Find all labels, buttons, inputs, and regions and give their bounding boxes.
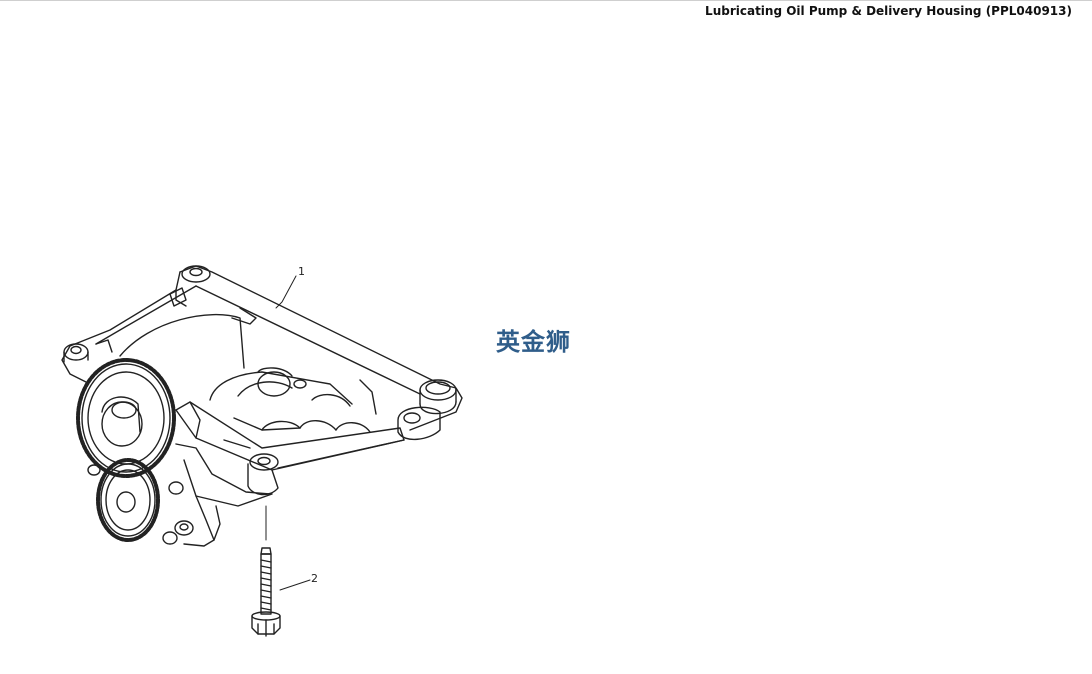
top-divider [0, 0, 1092, 1]
watermark-logo-text: 英金狮 [496, 328, 571, 356]
delivery-housing [61, 265, 463, 431]
callout-leaders [275, 275, 311, 591]
callout-label-1: 1 [298, 265, 305, 278]
mounting-bolt [251, 505, 281, 637]
pump-rotors [209, 367, 371, 449]
right-mounting-boss [397, 379, 457, 440]
callout-label-2: 2 [311, 572, 318, 585]
page-title: Lubricating Oil Pump & Delivery Housing … [705, 4, 1072, 18]
idler-gear [87, 458, 178, 545]
delivery-arm [175, 401, 405, 496]
pump-body [168, 443, 273, 547]
